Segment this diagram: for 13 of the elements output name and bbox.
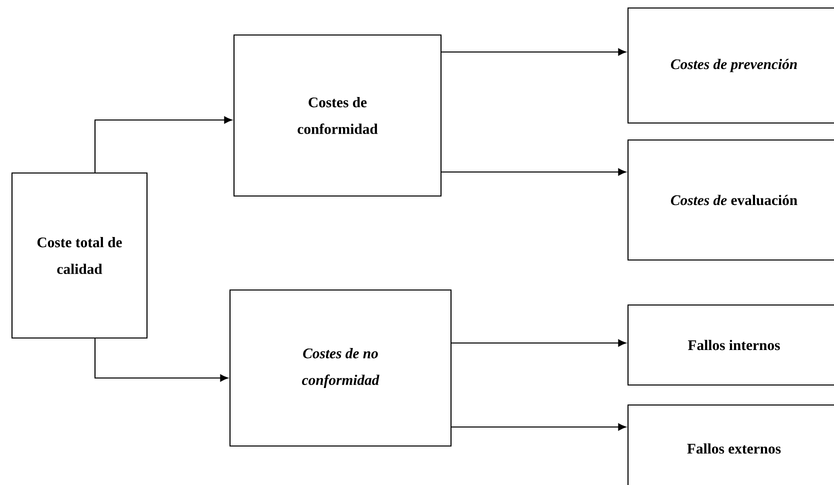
process-box: Costes de no conformidad — [229, 289, 452, 447]
process-box: Costes de evaluación — [627, 139, 834, 261]
arrow — [452, 423, 626, 431]
process-box: Coste total de calidad — [11, 172, 148, 339]
arrow — [452, 339, 626, 347]
arrow — [94, 338, 228, 382]
process-box: Fallos internos — [627, 304, 834, 386]
process-box: Costes de prevención — [627, 7, 834, 124]
process-box: Costes de conformidad — [233, 34, 442, 197]
arrow — [94, 116, 232, 172]
arrow — [442, 168, 626, 176]
arrow — [442, 48, 626, 56]
process-box: Fallos externos — [627, 404, 834, 485]
